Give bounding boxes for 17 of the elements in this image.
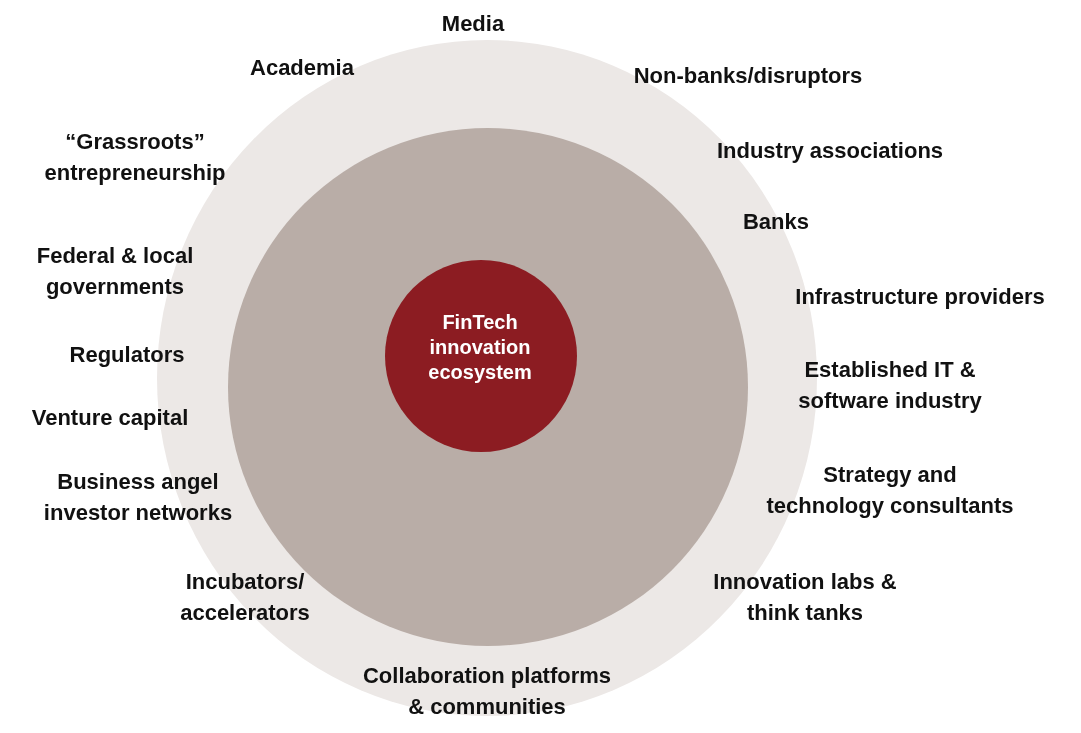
ring-label: Banks (741, 208, 810, 236)
ring-label: Business angel investor networks (42, 468, 234, 527)
core-label: FinTech innovation ecosystem (427, 310, 533, 385)
ring-label: Venture capital (30, 404, 190, 432)
ring-label: Infrastructure providers (794, 283, 1046, 311)
ring-label: Federal & local governments (35, 242, 195, 301)
ring-label: Media (440, 10, 506, 38)
ring-label: Innovation labs & think tanks (712, 568, 898, 627)
ring-label: Non-banks/disruptors (632, 62, 864, 90)
ring-label: Industry associations (715, 137, 945, 165)
ring-label: Strategy and technology consultants (766, 461, 1014, 520)
ring-label: Academia (249, 54, 355, 82)
ring-label: “Grassroots” entrepreneurship (43, 128, 227, 187)
ring-label: Established IT & software industry (797, 356, 983, 415)
ring-label: Collaboration platforms & communities (361, 662, 613, 721)
ring-label: Incubators/ accelerators (179, 568, 311, 627)
ring-label: Regulators (68, 341, 186, 369)
